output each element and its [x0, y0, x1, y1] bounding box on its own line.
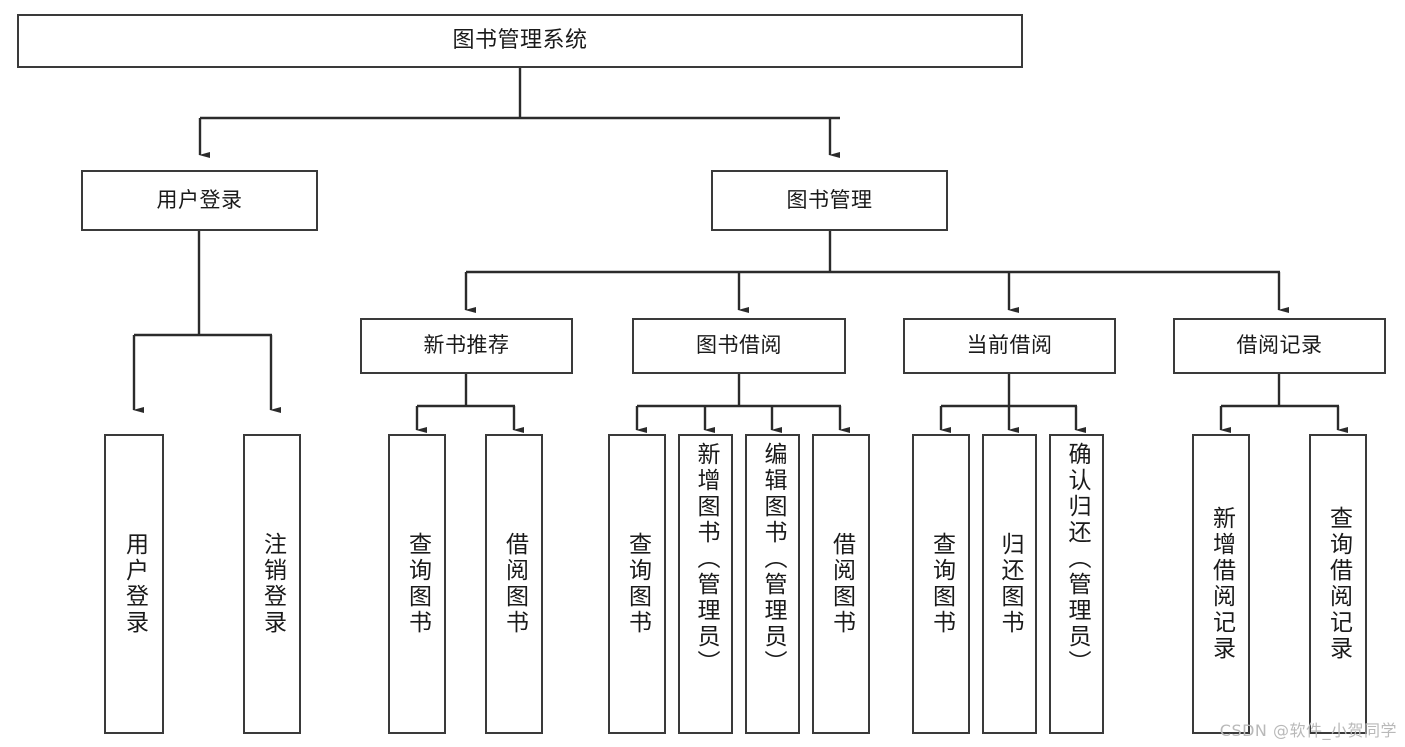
leaf-edit-book-admin-label: 编辑图书（管理员） — [760, 442, 786, 676]
node-root-label: 图书管理系统 — [452, 27, 588, 53]
leaf-add-borrow-record[interactable]: 新增借阅记录 — [1192, 434, 1250, 734]
csdn-watermark: CSDN @软件_小贺同学 — [1219, 721, 1397, 740]
node-book-management[interactable]: 图书管理 — [711, 170, 948, 231]
leaf-query-book-current[interactable]: 查询图书 — [912, 434, 970, 734]
leaf-query-borrow-record[interactable]: 查询借阅记录 — [1309, 434, 1367, 734]
leaf-query-book-newbook-label: 查询图书 — [404, 532, 431, 636]
leaf-query-book-newbook[interactable]: 查询图书 — [388, 434, 446, 734]
leaf-edit-book-admin[interactable]: 编辑图书（管理员） — [745, 434, 800, 734]
leaf-query-book-borrow[interactable]: 查询图书 — [608, 434, 666, 734]
leaf-user-login[interactable]: 用户登录 — [104, 434, 164, 734]
leaf-return-book[interactable]: 归还图书 — [982, 434, 1037, 734]
leaf-query-book-borrow-label: 查询图书 — [624, 532, 651, 636]
leaf-confirm-return-admin[interactable]: 确认归还（管理员） — [1049, 434, 1104, 734]
leaf-logout-label: 注销登录 — [259, 532, 286, 636]
node-borrow-record[interactable]: 借阅记录 — [1173, 318, 1386, 374]
node-borrow-record-label: 借阅记录 — [1236, 333, 1323, 358]
leaf-add-book-admin[interactable]: 新增图书（管理员） — [678, 434, 733, 734]
leaf-borrow-book-borrow[interactable]: 借阅图书 — [812, 434, 870, 734]
node-current-borrow[interactable]: 当前借阅 — [903, 318, 1116, 374]
node-book-management-label: 图书管理 — [786, 187, 873, 212]
leaf-query-borrow-record-label: 查询借阅记录 — [1325, 506, 1352, 662]
node-user-login[interactable]: 用户登录 — [81, 170, 318, 231]
leaf-logout[interactable]: 注销登录 — [243, 434, 301, 734]
leaf-add-book-admin-label: 新增图书（管理员） — [693, 442, 719, 676]
node-user-login-label: 用户登录 — [156, 187, 243, 212]
node-root[interactable]: 图书管理系统 — [17, 14, 1023, 68]
node-book-borrow-label: 图书借阅 — [696, 333, 782, 358]
node-new-book-recommend-label: 新书推荐 — [423, 333, 510, 358]
node-new-book-recommend[interactable]: 新书推荐 — [360, 318, 573, 374]
leaf-return-book-label: 归还图书 — [997, 532, 1023, 636]
leaf-add-borrow-record-label: 新增借阅记录 — [1208, 506, 1235, 662]
leaf-query-book-current-label: 查询图书 — [928, 532, 955, 636]
node-current-borrow-label: 当前借阅 — [966, 333, 1053, 358]
leaf-borrow-book-newbook-label: 借阅图书 — [501, 532, 528, 636]
node-book-borrow[interactable]: 图书借阅 — [632, 318, 846, 374]
leaf-borrow-book-newbook[interactable]: 借阅图书 — [485, 434, 543, 734]
leaf-user-login-label: 用户登录 — [121, 532, 148, 636]
leaf-borrow-book-borrow-label: 借阅图书 — [828, 532, 855, 636]
leaf-confirm-return-admin-label: 确认归还（管理员） — [1064, 442, 1090, 676]
